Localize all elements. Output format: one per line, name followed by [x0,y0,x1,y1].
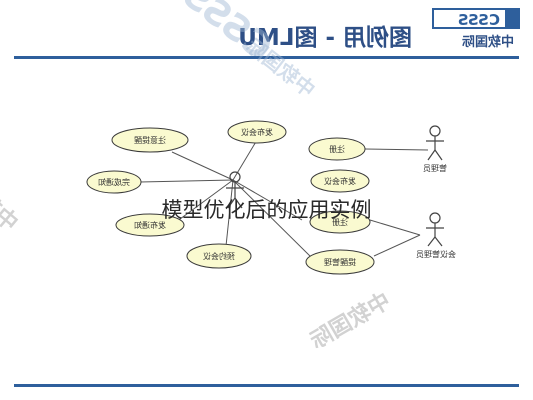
association-line [232,179,313,259]
use-case [115,213,185,237]
watermark-side-right: 中软国际 [306,288,395,355]
actor-admin-right-leg [434,149,443,161]
association-line [139,179,234,183]
actor-user-right-leg [234,197,243,209]
use-case-label: 注册 [329,144,345,154]
use-case [111,127,189,153]
use-cases [86,120,375,275]
footer-divider [14,384,519,387]
use-case-label: 注意提醒 [134,135,166,145]
header-divider [14,56,519,59]
slide-title: 图例用 - 图LMU [238,25,412,51]
association-line [364,148,429,151]
use-case [310,169,370,193]
use-case [309,210,371,234]
actor-meeting-admin-label: 会议管理员 [416,249,456,259]
logo-bar-icon [505,9,519,28]
association-lines [139,139,429,259]
use-case [305,249,375,275]
actor-admin-label: 管理员 [423,163,447,173]
company-logo: CSSS 中软国际 [432,8,520,50]
association-line [175,179,234,223]
logo-text: CSSS [458,11,500,29]
use-case [308,137,366,161]
actor-admin [426,125,444,161]
use-case-label: 注册 [332,217,348,227]
slide-title-bar: 图例用 - 图LMU CSSS 中软国际 [0,0,533,62]
use-case-label: 发布通知 [134,220,166,230]
logo-caption: 中软国际 [462,34,514,50]
use-case-labels: 注意提醒 发布会议 完成通知 发布通知 预约会议 注册 发布会议 注册 提醒管理 [98,127,356,267]
actor-meeting-admin [426,212,444,247]
association-line [232,139,258,181]
association-line [232,179,303,221]
actor-admin-head [429,125,441,137]
actor-user-left-leg [227,197,236,209]
association-line [369,219,421,236]
use-case [86,170,142,194]
association-line [171,151,234,181]
actor-user [226,171,244,209]
use-case-label: 完成通知 [98,177,130,187]
actor-meeting-admin-right-leg [434,236,443,247]
use-case-label: 提醒管理 [324,257,356,267]
slide-caption: 模型优化后的应用实例 [161,198,372,222]
actor-meeting-admin-left-leg [427,236,436,247]
association-line [225,179,234,247]
actor-admin-left-leg [427,149,436,161]
use-case-label: 发布会议 [324,176,356,186]
use-case-label: 发布会议 [241,127,273,137]
use-case-label: 预约会议 [203,251,235,261]
use-case [186,243,252,269]
association-line [373,234,421,257]
use-case [227,120,287,144]
slide-title-graphic: 图例用 - 图LMU CSSS 中软国际 [238,8,520,51]
